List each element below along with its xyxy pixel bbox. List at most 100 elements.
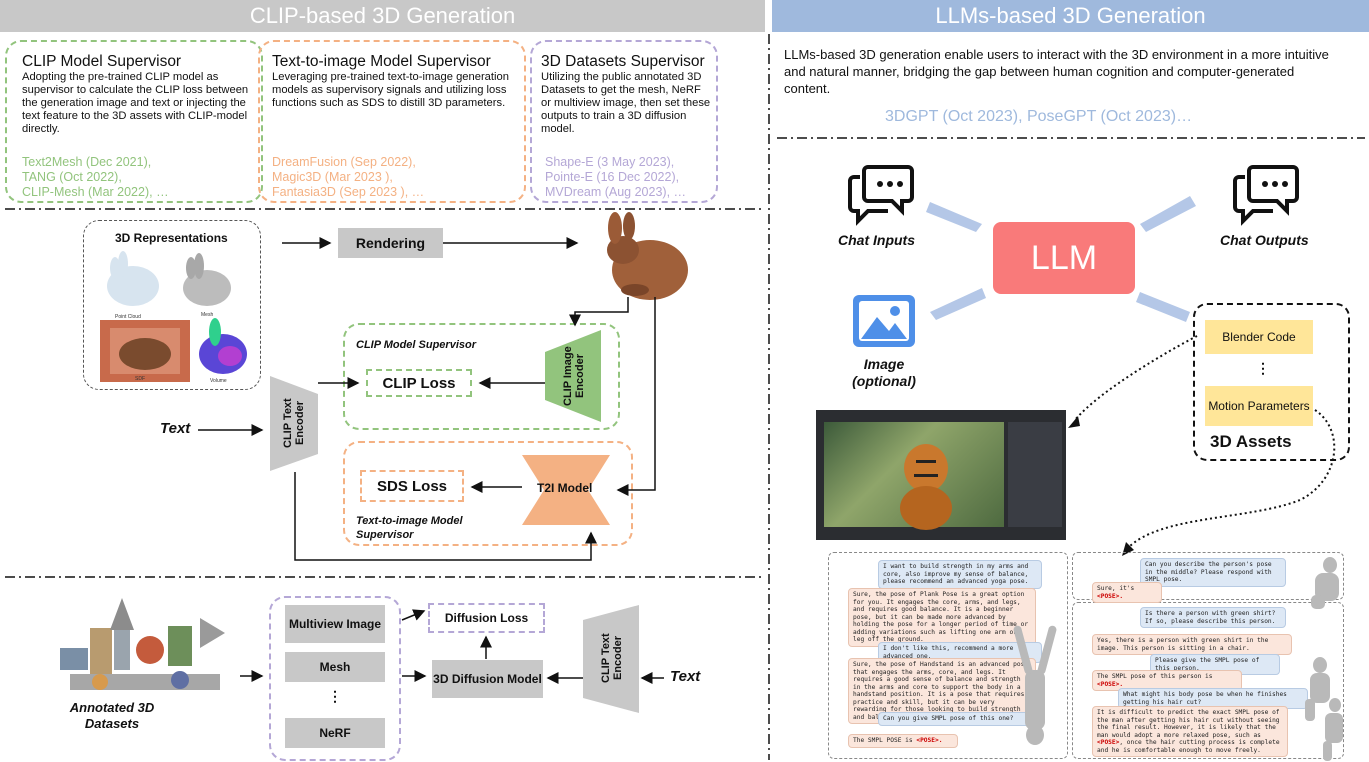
ellipsis-label: ⋮ [328, 688, 342, 704]
datasets-supervisor-example: MVDream (Aug 2023), … [545, 185, 687, 199]
chat-message: I want to build strength in my arms and … [878, 560, 1042, 589]
datasets-collage [60, 598, 225, 690]
t2i-model-supervisor-label: Text-to-image Model Supervisor [356, 515, 463, 541]
point-cloud-bunny-icon [107, 251, 159, 306]
sds-loss-box: SDS Loss [360, 470, 464, 502]
clip-supervisor-desc: Adopting the pre-trained CLIP model as s… [22, 71, 249, 135]
chat-message: Sure, the pose of Plank Pose is a great … [848, 588, 1036, 647]
multiview-image-box: Multiview Image [285, 605, 385, 643]
dataset-outputs-box [269, 596, 401, 761]
llm-box: LLM [993, 222, 1135, 294]
bunny-render [607, 212, 688, 300]
t2i-model-label: T2I Model [537, 481, 593, 495]
clip-loss-label: CLIP Loss [382, 374, 456, 392]
llm-arrows [926, 196, 1198, 428]
diffusion-model-box: 3D Diffusion Model [432, 660, 543, 698]
tiger-icon [900, 444, 952, 530]
blender-code-box: Blender Code [1205, 320, 1313, 354]
datasets-collage-icon [60, 598, 225, 690]
t2i-supervisor-example: Fantasia3D (Sep 2023 ), … [272, 185, 425, 199]
datasets-supervisor-title: 3D Datasets Supervisor [541, 53, 705, 70]
assets-box [1193, 303, 1350, 461]
pipeline-arrows [198, 237, 656, 561]
chat-message: Is there a person with green shirt? If s… [1140, 607, 1286, 628]
clip-supervisor-title: CLIP Model Supervisor [22, 53, 182, 70]
bottom-arrows [240, 609, 664, 684]
clip-model-supervisor-label: CLIP Model Supervisor [356, 339, 477, 351]
bottom-text-label: Text [670, 668, 701, 685]
t2i-supervisor-example: Magic3D (Mar 2023 ), [272, 170, 393, 184]
chat-panel-left [828, 552, 1068, 759]
chat-message: Sure, it's <POSE>. [1092, 582, 1162, 603]
volume-bunny-icon [199, 318, 247, 374]
chat-text: Sure, it's [1097, 585, 1135, 592]
chat-text: It is difficult to predict the exact SMP… [1097, 709, 1280, 739]
datasets-supervisor-desc: Utilizing the public annotated 3D Datase… [541, 71, 711, 135]
rendering-box: Rendering [338, 228, 443, 258]
clip-supervisor-example: TANG (Oct 2022), [22, 170, 122, 184]
svg-text:Point Cloud: Point Cloud [115, 314, 141, 320]
datasets-supervisor-example: Shape-E (3 May 2023), [545, 155, 675, 169]
clip-model-supervisor-box [343, 323, 620, 430]
assets-to-chat-arrow [1122, 409, 1336, 556]
annotated-datasets-label: Annotated 3D Datasets [69, 700, 155, 731]
pose-tag: <POSE>. [1097, 680, 1124, 688]
representations-box [83, 220, 261, 390]
chat-text: , once the hair cutting process is compl… [1097, 739, 1280, 754]
chat-text: The SMPL POSE is [853, 737, 917, 744]
t2i-model-shape [522, 455, 610, 525]
chat-message: Yes, there is a person with green shirt … [1092, 634, 1292, 655]
t2i-model-supervisor-box [343, 441, 633, 546]
diffusion-loss-label: Diffusion Loss [444, 611, 529, 625]
pose-tag: <POSE>. [916, 737, 943, 744]
chat-text: The SMPL pose of this person is [1097, 673, 1213, 680]
left-header: CLIP-based 3D Generation [0, 0, 765, 32]
motion-parameters-box: Motion Parameters [1205, 386, 1313, 426]
representations-art: Point Cloud Mesh SDF Volume [100, 251, 247, 384]
pose-tag: <POSE>. [1097, 592, 1124, 600]
clip-supervisor-example: Text2Mesh (Dec 2021), [22, 155, 152, 169]
svg-text:SDF: SDF [135, 376, 145, 382]
chat-message: It is difficult to predict the exact SMP… [1092, 706, 1288, 757]
blender-screenshot [816, 410, 1066, 540]
sds-loss-label: SDS Loss [376, 477, 448, 495]
t2i-supervisor-title: Text-to-image Model Supervisor [272, 53, 491, 70]
datasets-supervisor-box [530, 40, 718, 203]
chat-inputs-label: Chat Inputs [838, 232, 915, 248]
nerf-box: NeRF [285, 718, 385, 748]
svg-text:Mesh: Mesh [201, 312, 213, 318]
bottom-clip-text-encoder-shape [583, 605, 639, 713]
svg-text:Volume: Volume [210, 378, 227, 384]
llm-description: LLMs-based 3D generation enable users to… [784, 47, 1329, 96]
sitting-figure-icon [1305, 657, 1330, 721]
image-icon [853, 295, 915, 347]
t2i-supervisor-desc: Leveraging pre-trained text-to-image gen… [272, 71, 509, 109]
chat-outputs-icon [1233, 165, 1299, 226]
clip-loss-box: CLIP Loss [366, 369, 472, 397]
chat-outputs-label: Chat Outputs [1220, 232, 1309, 248]
chat-panel-right-top [1072, 552, 1344, 600]
chat-message: The SMPL POSE is <POSE>. [848, 734, 958, 748]
right-header: LLMs-based 3D Generation [772, 0, 1369, 32]
assets-title: 3D Assets [1210, 432, 1292, 451]
mesh-bunny-icon [183, 253, 231, 306]
pose-figures [1013, 557, 1343, 761]
bunny-icon [607, 212, 688, 300]
text-input-label: Text [160, 420, 191, 437]
image-optional-label: Image (optional) [852, 356, 916, 389]
t2i-supervisor-box [258, 40, 526, 203]
handstand-figure-icon [1013, 625, 1057, 745]
t2i-supervisor-example: DreamFusion (Sep 2022), [272, 155, 416, 169]
llm-examples: 3DGPT (Oct 2023), PoseGPT (Oct 2023)… [885, 108, 1193, 125]
pose-tag: <POSE> [1097, 739, 1120, 746]
assets-ellipsis: ⋮ [1256, 360, 1270, 376]
chat-inputs-icon [848, 165, 914, 226]
representations-title: 3D Representations [115, 231, 228, 245]
clip-supervisor-example: CLIP-Mesh (Mar 2022), … [22, 185, 169, 199]
datasets-supervisor-example: Pointe-E (16 Dec 2022), [545, 170, 680, 184]
chat-message: The SMPL pose of this person is <POSE>. [1092, 670, 1242, 691]
chat-panel-right-bottom [1072, 602, 1344, 759]
clip-supervisor-box [5, 40, 263, 203]
